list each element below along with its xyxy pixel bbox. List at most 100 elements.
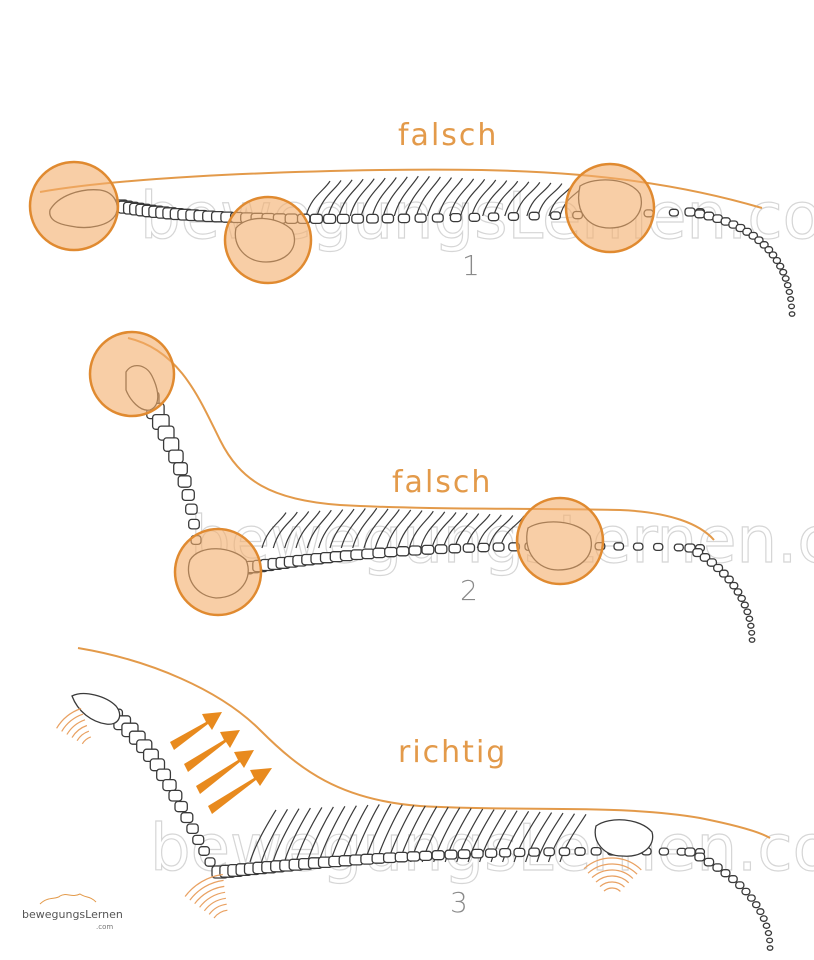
rib [329, 508, 355, 549]
rib [284, 511, 310, 549]
vertebra [590, 846, 602, 856]
rib [415, 176, 441, 217]
tail-vertebra [787, 296, 795, 303]
posture-line-2 [127, 337, 715, 541]
wave-arc [603, 887, 621, 892]
rib [488, 515, 514, 549]
vertebra [558, 847, 571, 857]
panel-3-number: 3 [450, 886, 468, 919]
tail-vertebra [703, 857, 715, 867]
rib [504, 181, 530, 217]
neck-vertebra [180, 812, 194, 824]
wave-arc [595, 875, 630, 884]
vertebra [351, 213, 365, 224]
rib [272, 511, 298, 549]
rib [431, 512, 457, 549]
tail-3 [684, 847, 774, 951]
rib [449, 178, 475, 217]
neck-vertebra [181, 488, 195, 502]
rib [306, 509, 332, 549]
tail-vertebra [706, 558, 718, 567]
vertebra [471, 848, 484, 859]
vertebra [336, 213, 350, 224]
vertebra [484, 848, 498, 859]
arrow-2 [184, 730, 240, 772]
wave-arc [213, 909, 228, 919]
tail-vertebra [728, 875, 738, 884]
tail-vertebra [737, 594, 746, 602]
rib [397, 510, 423, 549]
rib [408, 510, 434, 549]
tail-vertebra [772, 256, 782, 265]
wave-arc [61, 713, 84, 732]
wave-arc [66, 719, 86, 735]
force-arrows [170, 712, 272, 814]
panel-3: richtig 3 [56, 647, 774, 951]
tail-vertebra [768, 251, 778, 259]
tail-vertebra [781, 275, 790, 282]
neck-vertebra [174, 800, 188, 813]
wave-arc [184, 873, 223, 897]
rib [374, 509, 400, 549]
rib [437, 177, 464, 217]
tail-vertebra [724, 575, 734, 584]
panel-2-label: falsch [392, 465, 492, 500]
vertebra [658, 847, 670, 856]
wave-arc [208, 903, 227, 915]
vertebra [309, 213, 324, 225]
tail-vertebra [745, 615, 754, 622]
neck-vertebra [186, 823, 199, 835]
vertebra [507, 212, 520, 221]
tail-vertebra [785, 288, 794, 296]
vertebra [513, 847, 526, 858]
rib [305, 180, 331, 217]
wave-arc [591, 869, 634, 879]
tail-vertebra [694, 209, 706, 219]
rib [493, 180, 519, 217]
tail-vertebra [776, 262, 785, 270]
wave-arc [71, 724, 88, 738]
neck-vertebra [168, 789, 183, 802]
rib [525, 812, 553, 863]
vertebra [574, 847, 586, 856]
rib [454, 513, 480, 549]
vertebra [431, 850, 445, 861]
tail-vertebra [684, 847, 696, 857]
logo-text: bewegungsLernen [22, 908, 123, 921]
rib [340, 508, 366, 549]
tail-vertebra [747, 622, 755, 629]
vertebra [543, 847, 556, 857]
logo-figure-icon [39, 893, 97, 905]
vertebra [468, 212, 481, 222]
wave-arc [81, 736, 92, 745]
rib [352, 507, 378, 549]
tail-vertebra [741, 887, 751, 896]
rib [386, 509, 412, 549]
rib [382, 176, 408, 217]
vertebra [381, 213, 395, 224]
vertebra [384, 546, 398, 558]
vertebra [528, 847, 541, 857]
tail-vertebra [764, 929, 773, 937]
vertebra [382, 852, 397, 864]
rib [249, 809, 277, 863]
rib [393, 175, 419, 217]
tail-vertebra [762, 922, 771, 929]
highlight-pelvis-2 [515, 496, 605, 586]
tail-vertebra [733, 588, 743, 596]
vertebra [414, 213, 427, 223]
tail-vertebra [766, 937, 774, 944]
tail-vertebra [756, 908, 765, 916]
neck-2 [140, 391, 202, 546]
rib [338, 178, 364, 217]
rib [295, 807, 323, 863]
vertebra [498, 847, 512, 858]
tail-2 [684, 543, 756, 643]
tail-1 [684, 207, 796, 317]
rib [420, 511, 446, 549]
posture-line-1 [39, 168, 763, 209]
neck-vertebra [204, 857, 216, 867]
tail-vertebra [751, 901, 761, 909]
vertebra [406, 851, 421, 862]
